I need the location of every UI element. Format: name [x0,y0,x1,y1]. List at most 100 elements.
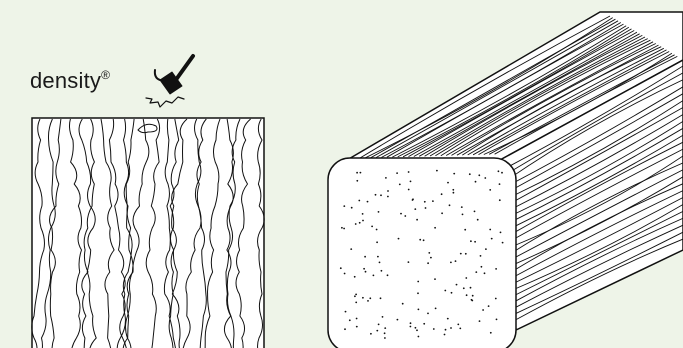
pore-dot [482,309,484,311]
pore-dot [495,268,497,270]
pore-dot [470,240,472,242]
pore-dot [356,172,358,174]
lumber-beam [328,12,683,348]
pore-dot [500,232,502,234]
pore-dot [423,323,425,325]
pore-dot [387,274,389,276]
pore-dot [341,227,343,229]
pore-dot [343,228,345,230]
pore-dot [369,297,371,299]
pore-dot [496,319,498,321]
pore-dot [385,177,387,179]
pore-dot [451,292,453,294]
pore-dot [441,193,443,195]
pore-dot [381,270,383,272]
pore-dot [356,180,358,182]
pore-dot [387,196,389,198]
pore-dot [425,207,427,209]
pore-dot [351,207,353,209]
pore-dot [397,319,399,321]
pore-dot [355,294,357,296]
pore-dot [387,190,389,192]
pore-dot [410,326,412,328]
pore-dot [436,170,438,172]
pore-dot [356,326,358,328]
pore-dot [358,200,360,202]
pore-dot [428,252,430,254]
pore-dot [477,219,479,221]
pore-dot [441,212,443,214]
pore-dot [461,206,463,208]
pore-dot [474,211,476,213]
pore-dot [376,229,378,231]
pore-dot [340,267,342,269]
pore-dot [459,328,461,330]
pore-dot [474,241,476,243]
pore-dot [371,226,373,228]
pore-dot [490,332,492,334]
pore-dot [410,322,412,324]
pore-dot [491,238,493,240]
pore-dot [430,257,432,259]
pore-dot [452,189,454,191]
pore-dot [450,327,452,329]
pore-dot [415,327,417,329]
pore-dot [382,316,384,318]
pore-dot [484,177,486,179]
pore-dot [378,324,380,326]
pore-dot [376,241,378,243]
pore-dot [472,295,474,297]
pore-dot [450,262,452,264]
pore-dot [364,256,366,258]
pore-dot [399,184,401,186]
pore-dot [470,287,472,289]
pore-dot [455,260,457,262]
pore-dot [424,201,426,203]
pore-dot [488,305,490,307]
pore-dot [362,213,364,215]
pore-dot [432,200,434,202]
pore-dot [485,248,487,250]
pore-dot [408,261,410,263]
pore-dot [376,330,378,332]
pore-dot [365,271,367,273]
pore-dot [370,333,372,335]
pore-dot [414,208,416,210]
pore-dot [384,332,386,334]
pore-dot [362,220,364,222]
pore-dot [396,172,398,174]
pore-dot [343,205,345,207]
pore-dot [384,327,386,329]
end-grain-face [328,158,516,348]
pore-dot [380,194,382,196]
pore-dot [501,172,503,174]
pore-dot [447,182,449,184]
pore-dot [457,324,459,326]
pore-dot [447,318,449,320]
pore-dot [359,222,361,224]
pore-dot [345,311,347,313]
pore-dot [418,309,420,311]
pore-dot [484,272,486,274]
pore-dot [465,277,467,279]
pore-dot [489,189,491,191]
pore-dot [475,271,477,273]
face-grain-panel [32,118,264,348]
pore-dot [400,213,402,215]
pore-dot [419,239,421,241]
pore-dot [350,248,352,250]
pore-dot [367,300,369,302]
pore-dot [445,329,447,331]
pore-dot [355,223,357,225]
pore-dot [463,287,465,289]
pore-dot [416,219,418,221]
pore-dot [349,319,351,321]
pore-dot [499,199,501,201]
pore-dot [412,199,414,201]
pore-dot [404,215,406,217]
pore-dot [478,174,480,176]
pore-dot [384,337,386,339]
pore-dot [469,173,471,175]
pore-dot [479,320,481,322]
